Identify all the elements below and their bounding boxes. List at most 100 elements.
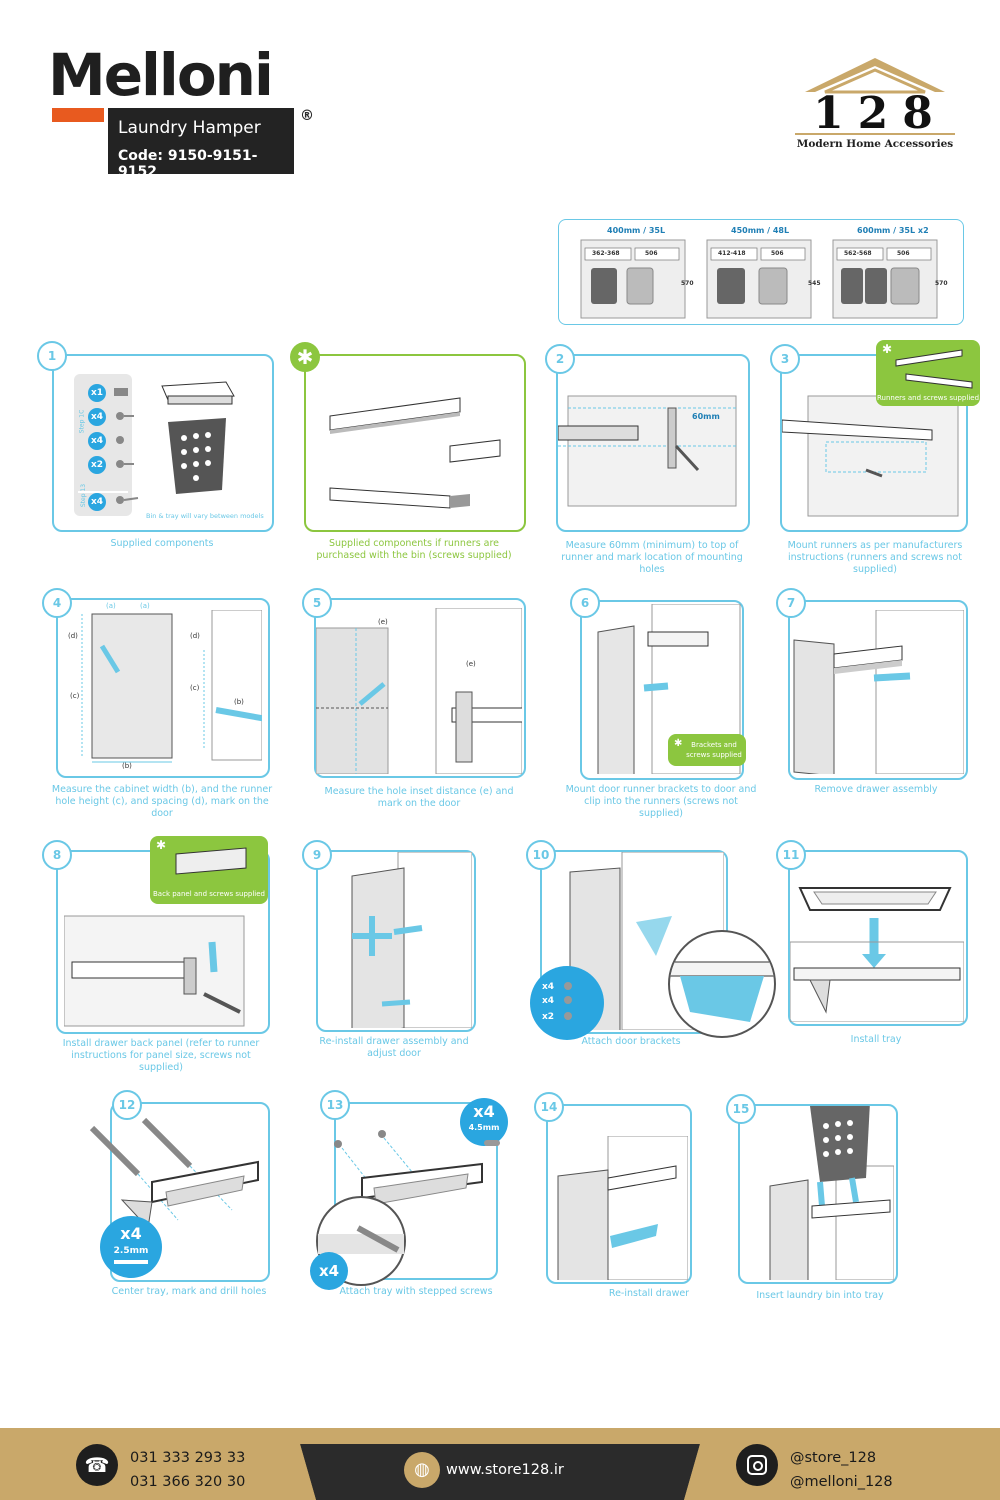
registered-mark: ® xyxy=(300,108,314,124)
size-depth-400: 506 xyxy=(645,250,658,257)
step-15-caption: Insert laundry bin into tray xyxy=(756,1290,884,1301)
step-2-number: 2 xyxy=(545,344,575,374)
product-name: Laundry Hamper xyxy=(118,118,261,138)
components-note: Bin & tray will vary between models xyxy=(146,512,264,520)
reinstall-drawer-illustration xyxy=(557,1136,688,1280)
step-9-caption: Re-install drawer assembly and adjust do… xyxy=(319,1036,469,1059)
drill-size: 2.5mm xyxy=(113,1246,149,1256)
step-13-label: Step 13 xyxy=(80,483,88,508)
step-7-caption: Remove drawer assembly xyxy=(814,784,938,795)
step-3-number: 3 xyxy=(770,344,800,374)
step-13-caption: Attach tray with stepped screws xyxy=(339,1286,493,1297)
logo-tagline: Modern Home Accessories xyxy=(796,138,954,150)
stepped-screws-illustration xyxy=(334,1130,483,1205)
bracket-detail-zoom xyxy=(668,930,776,1038)
step-11-caption: Install tray xyxy=(850,1034,902,1045)
product-code: Code: 9150-9151-9152 xyxy=(118,148,258,180)
step-1c-label: Step 1C xyxy=(78,409,86,434)
size-height-450: 545 xyxy=(808,280,821,287)
step-15-number: 15 xyxy=(726,1094,756,1124)
count-badge-3: x4 xyxy=(88,432,106,450)
phone-number-2[interactable]: 031 366 320 30 xyxy=(130,1474,246,1490)
size-inner-400: 362-368 xyxy=(592,250,620,257)
count-x4-b: x4 xyxy=(542,996,555,1006)
size-depth-600: 506 xyxy=(897,250,910,257)
logo-number: 128 xyxy=(813,88,947,139)
install-tray-illustration xyxy=(790,887,964,1022)
screw-icon xyxy=(484,1140,500,1146)
step-14-number: 14 xyxy=(534,1092,564,1122)
runner-pair-icon xyxy=(895,349,973,389)
count-badge-1: x1 xyxy=(88,384,106,402)
drill-bit-icon xyxy=(114,1260,148,1264)
social-handle-1[interactable]: @store_128 xyxy=(790,1450,877,1466)
screw-count-circle: x4 x4 x2 xyxy=(530,966,604,1040)
website-link[interactable]: www.store128.ir xyxy=(446,1462,564,1478)
step-5-number: 5 xyxy=(302,588,332,618)
size-height-600: 570 xyxy=(935,280,948,287)
screw-detail-illustration xyxy=(318,1225,404,1254)
step-11-number: 11 xyxy=(776,840,806,870)
step-5-caption: Measure the hole inset distance (e) and … xyxy=(324,786,514,809)
step-2-panel: 60mm xyxy=(556,354,750,532)
label-b2: (b) xyxy=(234,698,244,706)
asterisk-small-icon: ✱ xyxy=(882,342,893,356)
step-4-number: 4 xyxy=(42,588,72,618)
label-e2: (e) xyxy=(466,660,476,668)
brackets-supplied-badge: ✱ Brackets and screws supplied xyxy=(668,734,746,766)
step-2-caption: Measure 60mm (minimum) to top of runner … xyxy=(561,540,743,575)
mount-runners-illustration xyxy=(782,395,959,517)
step-5-panel: (e) (e) xyxy=(314,598,526,778)
instagram-icon xyxy=(736,1444,778,1486)
back-panel-supplied-label: Back panel and screws supplied xyxy=(153,890,265,898)
step-10-caption: Attach door brackets xyxy=(581,1036,681,1047)
back-panel-supplied-badge: ✱ Back panel and screws supplied xyxy=(150,836,268,904)
screw-count: x4 xyxy=(473,1102,495,1121)
door-bracket-illustration xyxy=(597,604,741,774)
asterisk-small-icon: ✱ xyxy=(156,838,167,852)
brand-name: Melloni xyxy=(48,41,274,109)
bracket-detail-illustration xyxy=(670,961,774,1022)
step-10-number: 10 xyxy=(526,840,556,870)
screw-count-circle-2: x4 xyxy=(310,1252,348,1290)
count-badge-5: x4 xyxy=(88,493,106,511)
label-d1: (d) xyxy=(68,632,78,640)
step-8-number: 8 xyxy=(42,840,72,870)
dim-60mm: 60mm xyxy=(692,412,720,421)
door-measure-illustration xyxy=(81,610,262,763)
inset-measure-illustration xyxy=(316,608,522,774)
step-6-caption: Mount door runner brackets to door and c… xyxy=(565,784,757,819)
size-height-400: 570 xyxy=(681,280,694,287)
runners-supplied-label: Runners and screws supplied xyxy=(876,394,980,402)
drill-count: x4 xyxy=(120,1224,142,1243)
phone-number-1[interactable]: 031 333 293 33 xyxy=(130,1450,246,1466)
step-14-caption: Re-install drawer xyxy=(608,1288,690,1299)
step-6-panel: ✱ Brackets and screws supplied xyxy=(580,600,746,780)
adjust-door-illustration xyxy=(351,852,472,1028)
size-depth-450: 506 xyxy=(771,250,784,257)
step-14-panel xyxy=(546,1104,692,1284)
social-handle-2[interactable]: @melloni_128 xyxy=(790,1474,893,1490)
step-1-panel: x1 x4 x4 x2 x4 Step 1C Step 13 Bin & tra… xyxy=(52,354,274,532)
count-badge-2: x4 xyxy=(88,408,106,426)
step-4-caption: Measure the cabinet width (b), and the r… xyxy=(51,784,273,819)
runners-illustration xyxy=(329,397,501,509)
nut-icon xyxy=(564,996,572,1004)
step-1-number: 1 xyxy=(37,341,67,371)
step-9-number: 9 xyxy=(302,840,332,870)
step-12-number: 12 xyxy=(112,1090,142,1120)
brand-accent-bar xyxy=(52,108,104,122)
back-panel-illustration xyxy=(64,915,245,1027)
screw-size: 4.5mm xyxy=(468,1123,500,1132)
product-label-box: Laundry Hamper Code: 9150-9151-9152 xyxy=(108,108,294,180)
step-3-caption: Mount runners as per manufacturers instr… xyxy=(787,540,963,575)
components-illustration xyxy=(114,381,235,504)
label-a2: (a) xyxy=(140,602,150,610)
step-12-caption: Center tray, mark and drill holes xyxy=(111,1286,267,1297)
count-badge-4: x2 xyxy=(88,456,106,474)
size-inner-600: 562-568 xyxy=(844,250,872,257)
step-7-panel xyxy=(788,600,968,780)
asterisk-icon: ✱ xyxy=(290,342,320,372)
size-label-450: 450mm / 48L xyxy=(731,226,790,235)
screw-count-circle: x4 4.5mm xyxy=(460,1098,508,1146)
